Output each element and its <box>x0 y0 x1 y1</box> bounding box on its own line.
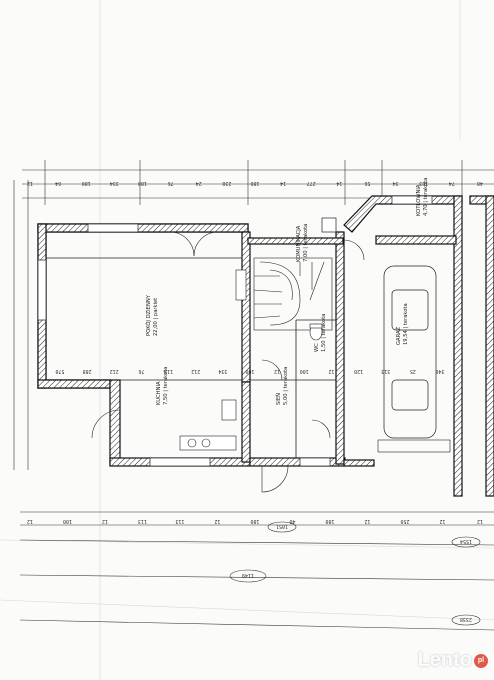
dimension-label: 12 <box>328 368 334 374</box>
dimension-label: 180 <box>325 518 334 524</box>
partitions <box>46 257 336 458</box>
dimension-label: 212 <box>191 368 200 374</box>
dimension-label: 120 <box>354 368 363 374</box>
dims-bottom-text: 12 100 12 113 113 12 180 40 180 12 250 12 12 <box>27 518 483 524</box>
dimension-label: 100 <box>300 368 309 374</box>
room-name: KUCHNIA <box>156 381 162 405</box>
total-ovals <box>229 521 481 626</box>
watermark-text: Lento <box>417 649 472 671</box>
dimension-label: 570 <box>55 368 64 374</box>
dimension-label: 12 <box>477 518 483 524</box>
lento-watermark: Lento pl <box>418 649 488 672</box>
dimension-lines-bottom <box>19 511 494 631</box>
dims-mid-text: 570 288 212 76 113 212 334 100 12 100 12 120 313 25 34… <box>55 368 444 374</box>
walls <box>37 195 494 497</box>
dimension-label: 12 <box>274 368 280 374</box>
room-name: POKÓJ DZIENNY <box>145 294 152 336</box>
dimension-label: 14 <box>280 180 286 186</box>
dimension-label: 64 <box>55 180 61 186</box>
total-dimension-label: 1554 <box>460 538 472 544</box>
dimension-label: 76 <box>138 368 144 374</box>
dims-top-text: 12 64 180 334 180 76 24 230 180 14 277 14 56 34 103 74 4… <box>27 180 483 186</box>
label-hall: SIEŃ5,00 | terakota <box>275 367 289 405</box>
dimension-lines-top <box>22 160 494 205</box>
dimension-label: 113 <box>164 368 173 374</box>
dimension-label: 277 <box>307 180 316 186</box>
room-name: SIEŃ <box>275 393 282 405</box>
watermark-suffix: pl <box>474 653 488 668</box>
dimension-label: 334 <box>110 180 119 186</box>
dimension-label: 113 <box>175 518 184 524</box>
kitchen-fixtures <box>179 269 247 451</box>
dimension-label: 288 <box>83 368 92 374</box>
dimension-label: 12 <box>364 518 370 524</box>
dimension-label: 12 <box>214 518 220 524</box>
door-swings <box>91 231 365 493</box>
room-name: KOTŁOWNIA <box>416 184 422 216</box>
room-name: GARAŻ <box>395 326 402 345</box>
windows <box>37 195 433 467</box>
room-area: 7,50 | terakota <box>163 367 169 405</box>
dimension-label: 12 <box>27 518 33 524</box>
dimension-label: 12 <box>102 518 108 524</box>
room-area: 5,00 | terakota <box>283 367 289 405</box>
label-kitchen: KUCHNIA7,50 | terakota <box>156 367 169 405</box>
dimension-label: 24 <box>196 180 202 186</box>
dimension-label: 12 <box>27 180 33 186</box>
dimension-label: 56 <box>364 180 370 186</box>
dimension-label: 74 <box>449 180 455 186</box>
dimension-label: 76 <box>168 180 174 186</box>
dimension-label: 334 <box>218 368 227 374</box>
dimension-label: 48 <box>477 180 483 186</box>
label-living: POKÓJ DZIENNY22,00 | parkiet <box>145 294 159 336</box>
wc-fixture <box>309 323 323 341</box>
dimension-label: 103 <box>419 180 428 186</box>
dimension-label: 14 <box>336 180 342 186</box>
dimension-label: 313 <box>381 368 390 374</box>
staircase <box>253 257 333 331</box>
dimension-label: 250 <box>400 518 409 524</box>
room-area: 22,00 | parkiet <box>153 298 159 336</box>
dimension-label: 180 <box>82 180 91 186</box>
dimension-label: 340 <box>435 368 444 374</box>
total-dimension-label: 2338 <box>460 616 472 622</box>
label-boiler: KOTŁOWNIA4,70 | terakota <box>416 178 429 216</box>
dimension-label: 100 <box>63 518 72 524</box>
dimension-label: 180 <box>250 518 259 524</box>
dimension-label: 113 <box>138 518 147 524</box>
label-garage: GARAŻ19,54 | terakota <box>395 303 409 345</box>
dimension-label: 180 <box>250 180 259 186</box>
total-dimension-label: 1149 <box>242 572 254 578</box>
room-name: KOMUNIKACJA <box>296 225 302 262</box>
dimension-lines-left <box>13 180 29 470</box>
car-outline <box>383 265 437 439</box>
room-area: 4,70 | terakota <box>423 178 429 216</box>
garage-door <box>377 439 451 453</box>
dimension-label: 34 <box>393 180 399 186</box>
room-area: 1,50 | terakota <box>321 314 327 352</box>
total-dimension-label: 1051 <box>276 523 288 529</box>
label-stair: KOMUNIKACJA7,00 | terakota <box>296 224 309 262</box>
room-area: 19,54 | terakota <box>403 303 409 345</box>
room-name: WC <box>314 343 320 352</box>
dimension-label: 25 <box>410 368 416 374</box>
dimension-label: 230 <box>222 180 231 186</box>
dims-total-text: 1149 1554 2338 1051 <box>242 523 472 622</box>
dimension-label: 100 <box>245 368 254 374</box>
room-labels: POKÓJ DZIENNY22,00 | parkiet KOMUNIKACJA… <box>145 178 429 405</box>
dimension-label: 12 <box>439 518 445 524</box>
dimension-label: 212 <box>110 368 119 374</box>
dimension-label: 180 <box>138 180 147 186</box>
dimension-label: 40 <box>289 518 295 524</box>
room-area: 7,00 | terakota <box>303 224 309 262</box>
label-wc: WC1,50 | terakota <box>314 314 327 352</box>
